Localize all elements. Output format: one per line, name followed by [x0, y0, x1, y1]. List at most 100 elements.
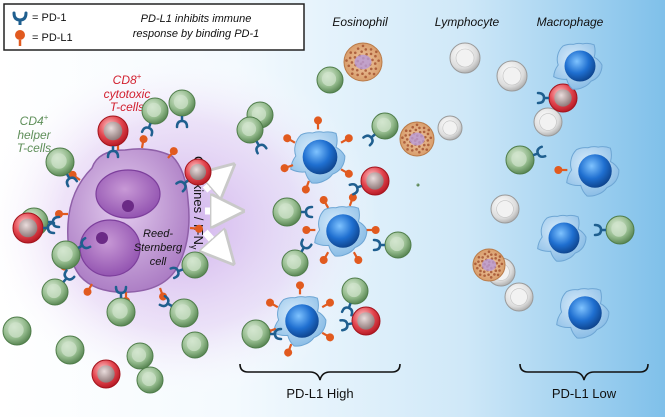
pdl1-ligand: [348, 193, 357, 207]
pdl1-ligand: [296, 281, 304, 295]
eosinophil-cell: [343, 42, 383, 82]
pdl1-low-bracket: [519, 363, 649, 381]
pdl1-ligand: [283, 134, 296, 144]
pd1-receptor: [372, 238, 385, 252]
cd4-t-cell: [2, 316, 32, 346]
pdl1-legend-label: = PD-L1: [32, 32, 73, 44]
pdl1-ligand: [83, 283, 93, 296]
lymphocyte-cell: [533, 107, 563, 137]
pd1-receptor: [169, 266, 184, 280]
rs-label-line2: Sternberg: [134, 242, 183, 254]
cd4-t-cell: [168, 89, 196, 129]
rs-nucleolus-upper: [122, 200, 134, 212]
cd4-t-cell: [181, 331, 209, 359]
cd4-t-cell: [416, 183, 420, 187]
cd4-t-cell: [45, 147, 79, 188]
pd1-receptor: [255, 140, 268, 155]
pdl1-legend-icon: [15, 30, 25, 46]
lymphocyte-label: Lymphocyte: [435, 15, 500, 29]
rs-nucleolus-lower: [96, 232, 108, 244]
cd4-label: CD4+ helper T-cells: [17, 113, 52, 155]
cd4-t-cell: [316, 66, 344, 94]
pd1-receptor: [114, 285, 128, 298]
cd4-t-cell: [236, 116, 268, 155]
lymphocyte-cell: [449, 42, 481, 74]
pdl1-ligand: [167, 147, 178, 159]
cd4-t-cell: [281, 238, 313, 277]
cd8-t-cell: [536, 83, 578, 113]
cd4-label-line2: helper: [17, 128, 51, 142]
pd1-receptor: [362, 133, 376, 147]
cytokine-arrow-up: [205, 168, 230, 190]
cell-population: [2, 42, 635, 394]
cd8-t-cell: [175, 158, 212, 193]
cytokine-arrow-down: [205, 232, 230, 260]
cd4-t-cell: [241, 319, 283, 349]
cd8-label-sup: +: [137, 72, 142, 81]
rs-label-line1: Reed-: [143, 228, 173, 240]
cd4-t-cell: [169, 251, 209, 280]
pdl1-ligand: [189, 224, 203, 233]
pdl1-ligand: [301, 180, 310, 194]
pdl1-ligand: [366, 226, 380, 234]
pdl1-ligand: [321, 331, 335, 342]
cytokines-label-gamma: γ: [189, 245, 199, 250]
cd4-t-cell: [158, 294, 199, 328]
legend-box: = PD-1 = PD-L1 PD-L1 inhibits immune res…: [3, 3, 305, 51]
pdl1-ligand: [280, 164, 294, 173]
pdl1-ligand: [265, 298, 279, 309]
pdl1-ligand: [340, 134, 353, 144]
eosinophil-cell: [472, 248, 506, 282]
pd1-receptor: [175, 116, 189, 129]
pd1-receptor: [536, 91, 549, 105]
pdl1-ligand: [302, 226, 316, 234]
pd1-receptor: [339, 319, 353, 332]
lymphocyte-cell: [496, 60, 528, 92]
pdl1-ligand: [284, 343, 293, 357]
legend-note-line1: PD-L1 inhibits immune: [141, 13, 252, 25]
cd8-t-cell: [97, 115, 129, 159]
cd4-t-cell: [140, 97, 169, 137]
pd1-legend-icon: [12, 11, 28, 25]
macrophage-cell: [280, 116, 353, 194]
pdl1-ligand: [319, 195, 330, 209]
cd4-t-cell: [505, 145, 547, 175]
pd1-receptor: [62, 269, 76, 283]
pd1-receptor: [43, 221, 56, 235]
pd1-receptor: [175, 179, 189, 193]
pdl1-low-label: PD-L1 Low: [552, 386, 617, 401]
cd4-label-line3: T-cells: [17, 141, 51, 155]
pdl1-high-bracket: [239, 363, 401, 381]
cd4-t-cell: [593, 215, 635, 245]
pd1-receptor: [140, 122, 154, 137]
cd4-t-cell: [136, 366, 164, 394]
pdl1-ligand: [314, 116, 322, 130]
pd1-receptor: [301, 205, 314, 219]
eosinophil-label: Eosinophil: [332, 15, 388, 29]
pd1-receptor: [300, 238, 313, 253]
cd4-t-cell: [362, 112, 399, 147]
svg-text:CD8+: CD8+: [113, 72, 142, 87]
cd8-label: CD8+ cytotoxic T-cells: [104, 72, 151, 114]
cd4-t-cell: [126, 342, 154, 370]
pdl1-ligand: [319, 251, 330, 265]
pdl1-high-label: PD-L1 High: [286, 386, 353, 401]
cd8-label-line3: T-cells: [110, 100, 144, 114]
cd8-label-line2: cytotoxic: [104, 87, 151, 101]
pdl1-ligand: [554, 166, 568, 174]
cd4-label-sup: +: [44, 113, 49, 122]
pd1-receptor: [158, 294, 173, 308]
eosinophil-cell: [399, 121, 435, 157]
svg-text:CD4+: CD4+: [20, 113, 49, 128]
pd1-receptor: [77, 236, 92, 250]
reed-sternberg-cell: [67, 148, 190, 293]
macrophage-cell: [537, 214, 587, 262]
cd8-label-line1: CD8: [113, 73, 137, 87]
pd1-receptor: [593, 223, 606, 237]
macrophage-cell: [553, 42, 603, 90]
macrophage-cell: [554, 146, 620, 197]
cd4-t-cell: [55, 335, 85, 365]
pd1-receptor: [65, 173, 79, 188]
cd4-t-cell: [106, 285, 136, 327]
